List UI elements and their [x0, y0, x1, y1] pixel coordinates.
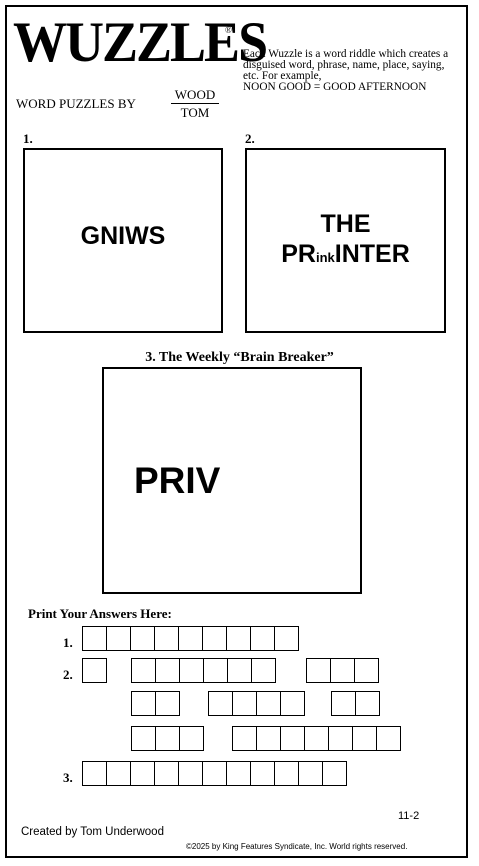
registered-mark: ®	[225, 25, 232, 35]
answer-cell[interactable]	[251, 658, 276, 683]
answer-cell[interactable]	[82, 658, 107, 683]
answer-cell[interactable]	[331, 691, 356, 716]
wuzzles-title: WUZZLES	[13, 10, 268, 74]
intro-text: Each Wuzzle is a word riddle which creat…	[243, 48, 458, 93]
answer-2-word-6	[331, 691, 380, 716]
answer-cell[interactable]	[376, 726, 401, 751]
puzzle-2-pre: PR	[281, 240, 316, 268]
answer-cell[interactable]	[155, 691, 180, 716]
answer-cell[interactable]	[227, 658, 252, 683]
answer-cell[interactable]	[330, 658, 355, 683]
creator-credit: Created by Tom Underwood	[21, 826, 164, 838]
answer-2-word-3	[306, 658, 379, 683]
answer-cell[interactable]	[232, 726, 257, 751]
author-top: WOOD	[174, 87, 216, 102]
puzzle-3-text: PRIV	[134, 460, 221, 501]
puzzle-1-number: 1.	[23, 131, 33, 146]
answer-1-cells	[82, 626, 299, 651]
answer-2-word-8	[232, 726, 401, 751]
intro-description: Each Wuzzle is a word riddle which creat…	[243, 48, 449, 82]
answer-label-3: 3.	[63, 770, 73, 785]
answer-cell[interactable]	[131, 691, 156, 716]
byline: WORD PUZZLES BY	[16, 96, 136, 111]
answers-title: Print Your Answers Here:	[28, 606, 172, 621]
answer-cell[interactable]	[82, 761, 107, 786]
answer-cell[interactable]	[131, 726, 156, 751]
answer-cell[interactable]	[250, 761, 275, 786]
answer-cell[interactable]	[280, 691, 305, 716]
answer-2-word-4	[131, 691, 180, 716]
answer-2-word-5	[208, 691, 305, 716]
puzzle-1-text: GNIWS	[80, 222, 166, 250]
answer-cell[interactable]	[232, 691, 257, 716]
issue-date: 11-2	[398, 810, 420, 822]
answer-cell[interactable]	[179, 658, 204, 683]
answer-2-word-1	[82, 658, 107, 683]
answer-3-cells	[82, 761, 347, 786]
puzzle-3-clip: PRIV	[134, 458, 230, 504]
answer-cell[interactable]	[106, 626, 131, 651]
puzzle-1-box	[23, 148, 223, 333]
answer-cell[interactable]	[130, 626, 155, 651]
answer-cell[interactable]	[226, 761, 251, 786]
answer-cell[interactable]	[226, 626, 251, 651]
puzzle-2-small: ink	[315, 250, 335, 265]
answer-cell[interactable]	[130, 761, 155, 786]
answer-2-word-7	[131, 726, 204, 751]
answer-cell[interactable]	[202, 761, 227, 786]
answer-2-word-2	[131, 658, 276, 683]
author-fraction: WOOD TOM	[171, 88, 219, 119]
answer-cell[interactable]	[178, 761, 203, 786]
puzzle-2-post: INTER	[334, 240, 410, 268]
answer-cell[interactable]	[202, 626, 227, 651]
copyright-notice: ©2025 by King Features Syndicate, Inc. W…	[186, 842, 408, 851]
answer-cell[interactable]	[352, 726, 377, 751]
puzzle-frame	[5, 5, 468, 858]
answer-cell[interactable]	[298, 761, 323, 786]
answer-cell[interactable]	[280, 726, 305, 751]
answer-cell[interactable]	[203, 658, 228, 683]
answer-cell[interactable]	[106, 761, 131, 786]
puzzle-3-box	[102, 367, 362, 594]
puzzle-3-caption: 3. The Weekly “Brain Breaker”	[145, 350, 334, 365]
answer-cell[interactable]	[179, 726, 204, 751]
answer-cell[interactable]	[328, 726, 353, 751]
answer-cell[interactable]	[208, 691, 233, 716]
puzzle-2-box	[245, 148, 446, 333]
intro-example: NOON GOOD = GOOD AFTERNOON	[243, 81, 427, 93]
answer-label-2: 2.	[63, 667, 73, 682]
answer-cell[interactable]	[155, 726, 180, 751]
answer-label-1: 1.	[63, 635, 73, 650]
author-bottom: TOM	[180, 105, 210, 120]
answer-cell[interactable]	[256, 691, 281, 716]
answer-cell[interactable]	[355, 691, 380, 716]
answer-cell[interactable]	[274, 761, 299, 786]
fraction-bar	[171, 103, 219, 104]
answer-cell[interactable]	[155, 658, 180, 683]
puzzle-2-line1: THE	[320, 210, 371, 238]
answer-cell[interactable]	[354, 658, 379, 683]
answer-cell[interactable]	[256, 726, 281, 751]
answer-cell[interactable]	[306, 658, 331, 683]
puzzle-2-line2: PRinkINTER	[245, 240, 446, 269]
answer-cell[interactable]	[82, 626, 107, 651]
answer-cell[interactable]	[178, 626, 203, 651]
puzzle-2-number: 2.	[245, 131, 255, 146]
answer-cell[interactable]	[250, 626, 275, 651]
answer-cell[interactable]	[154, 761, 179, 786]
answer-cell[interactable]	[304, 726, 329, 751]
answer-cell[interactable]	[154, 626, 179, 651]
answer-cell[interactable]	[322, 761, 347, 786]
answer-cell[interactable]	[131, 658, 156, 683]
answer-cell[interactable]	[274, 626, 299, 651]
